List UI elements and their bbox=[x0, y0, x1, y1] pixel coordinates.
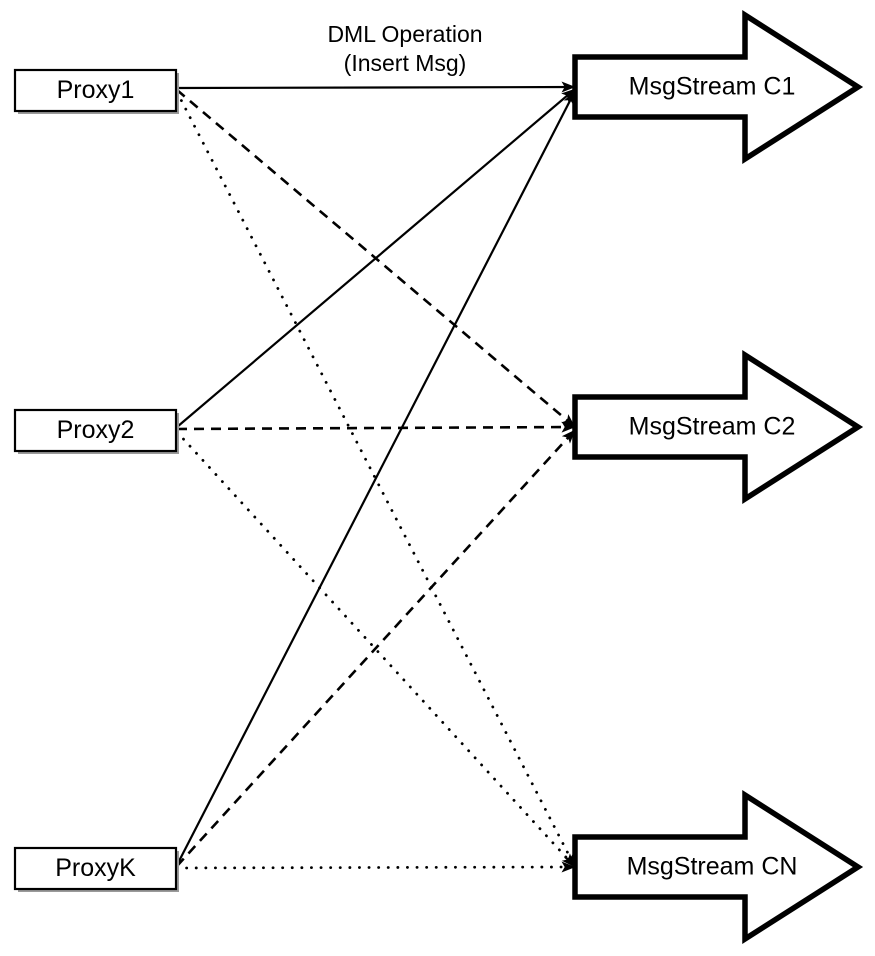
node-msgstream-cn[interactable]: MsgStream CN bbox=[572, 789, 864, 945]
proxyk-box[interactable] bbox=[13, 846, 178, 891]
node-proxyk[interactable]: ProxyK bbox=[13, 846, 179, 892]
msgstream-nodes-layer: MsgStream C1 MsgStream C2 MsgStream CN bbox=[572, 9, 864, 945]
node-msgstream-c2[interactable]: MsgStream C2 bbox=[572, 349, 864, 505]
node-proxy1[interactable]: Proxy1 bbox=[13, 68, 179, 114]
link-proxy2-c1[interactable] bbox=[176, 88, 576, 428]
msgstream-c1-label: MsgStream C1 bbox=[629, 73, 796, 101]
msgstream-cn-label: MsgStream CN bbox=[627, 853, 798, 881]
edge-label-dml-operation: DML Operation (Insert Msg) bbox=[327, 21, 482, 76]
msgstream-c2-arrow-shape[interactable] bbox=[572, 349, 864, 505]
link-proxyk-c1[interactable] bbox=[176, 90, 576, 866]
msgstream-cn-arrow-shape[interactable] bbox=[572, 789, 864, 945]
edge-label-line1: DML Operation bbox=[327, 21, 482, 47]
msgstream-c1-arrow-shape[interactable] bbox=[572, 9, 864, 165]
link-proxy2-c2[interactable] bbox=[176, 421, 576, 433]
node-msgstream-c1[interactable]: MsgStream C1 bbox=[572, 9, 864, 165]
link-proxy1-c1[interactable] bbox=[176, 81, 576, 93]
msgstream-c2-label: MsgStream C2 bbox=[629, 413, 796, 441]
link-proxyk-cn[interactable] bbox=[175, 861, 577, 873]
link-proxy1-cn[interactable] bbox=[175, 90, 577, 869]
links-layer bbox=[175, 81, 577, 873]
proxy2-box[interactable] bbox=[13, 408, 178, 453]
edge-label-line2: (Insert Msg) bbox=[344, 50, 467, 76]
proxy1-box[interactable] bbox=[13, 68, 178, 113]
proxyk-label: ProxyK bbox=[55, 854, 136, 882]
node-proxy2[interactable]: Proxy2 bbox=[13, 408, 179, 454]
link-proxyk-c2[interactable] bbox=[176, 429, 576, 867]
proxy1-label: Proxy1 bbox=[57, 76, 135, 104]
proxy2-label: Proxy2 bbox=[57, 416, 135, 444]
proxy-nodes-layer: Proxy1 Proxy2 ProxyK bbox=[13, 68, 179, 892]
